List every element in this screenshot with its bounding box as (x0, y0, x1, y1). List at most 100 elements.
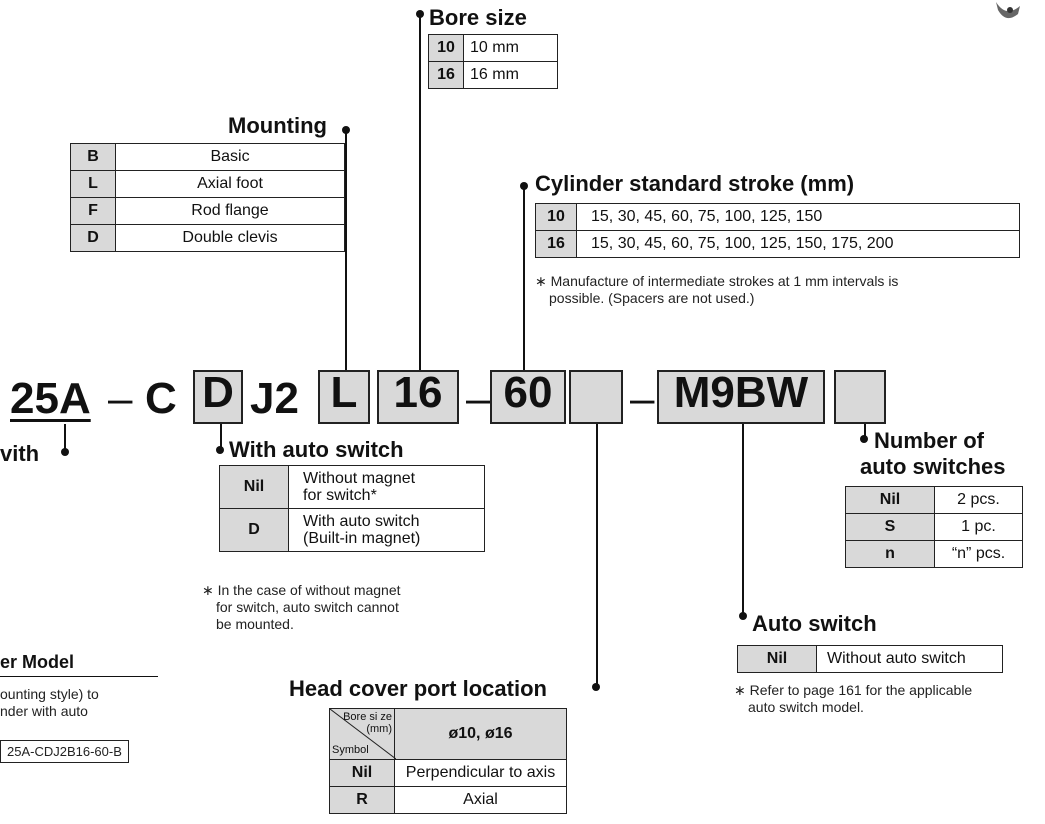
autoswitch-connector (742, 424, 744, 618)
mounting-value: Axial foot (116, 171, 345, 198)
table-row: Bore si ze (mm) Symbol ø10, ø16 (330, 709, 567, 760)
model-dash-1: – (108, 377, 132, 421)
stroke-note-1: ∗ Manufacture of intermediate strokes at… (535, 273, 898, 290)
model-mounting-box: L (318, 370, 370, 424)
automag-value-line: for switch* (303, 487, 377, 504)
bore-code: 10 (429, 35, 464, 62)
num-code: S (846, 514, 935, 541)
port-value: Axial (395, 787, 567, 814)
mounting-code: L (71, 171, 116, 198)
stroke-note-2: possible. (Spacers are not used.) (549, 290, 754, 307)
stroke-title: Cylinder standard stroke (mm) (535, 171, 854, 197)
automag-note-1: ∗ In the case of without magnet (202, 582, 401, 599)
port-header-diagonal: Bore si ze (mm) Symbol (330, 709, 395, 760)
num-value: 1 pc. (935, 514, 1023, 541)
mounting-value: Basic (116, 144, 345, 171)
port-header-symbol: Symbol (332, 744, 369, 756)
partial-model-title: er Model (0, 652, 74, 673)
automag-title: With auto switch (229, 437, 404, 463)
table-row: n“n” pcs. (846, 541, 1023, 568)
port-header-bore: Bore si ze (343, 711, 392, 723)
mounting-connector (345, 130, 347, 370)
automag-value-line: Without magnet (303, 470, 415, 487)
automag-value: Without magnetfor switch* (289, 466, 485, 509)
model-c: C (145, 377, 177, 421)
model-num-box (834, 370, 886, 424)
model-dash-3: – (630, 377, 654, 421)
partial-line-2: nder with auto (0, 703, 88, 720)
num-code: n (846, 541, 935, 568)
stroke-code: 10 (536, 204, 577, 231)
automag-value: With auto switch(Built-in magnet) (289, 509, 485, 552)
with-partial-label: vith (0, 441, 39, 467)
num-value: 2 pcs. (935, 487, 1023, 514)
with-dot (61, 448, 69, 456)
autoswitch-code: Nil (738, 646, 817, 673)
port-code: R (330, 787, 395, 814)
num-title-2: auto switches (860, 454, 1005, 480)
model-j2: J2 (250, 377, 299, 421)
bore-size-title: Bore size (429, 5, 527, 31)
automag-note-2: for switch, auto switch cannot (216, 599, 399, 616)
stroke-value: 15, 30, 45, 60, 75, 100, 125, 150 (577, 204, 1020, 231)
product-image-fragment (992, 0, 1022, 22)
stroke-code: 16 (536, 231, 577, 258)
stroke-dot (520, 182, 528, 190)
bore-value: 10 mm (464, 35, 558, 62)
model-stroke-box: 60 (490, 370, 566, 424)
stroke-connector (523, 186, 525, 370)
automag-value-line: With auto switch (303, 513, 419, 530)
autoswitch-note-2: auto switch model. (748, 699, 864, 716)
model-switch-box: M9BW (657, 370, 825, 424)
num-code: Nil (846, 487, 935, 514)
port-header-value: ø10, ø16 (395, 709, 567, 760)
model-dash-2: – (466, 377, 490, 421)
bore-connector (419, 12, 421, 370)
stroke-value: 15, 30, 45, 60, 75, 100, 125, 150, 175, … (577, 231, 1020, 258)
bore-code: 16 (429, 62, 464, 89)
bore-dot (416, 10, 424, 18)
bore-value: 16 mm (464, 62, 558, 89)
partial-line-1: ounting style) to (0, 686, 99, 703)
mounting-dot (342, 126, 350, 134)
num-dot (860, 435, 868, 443)
model-prefix: 25A (10, 377, 91, 421)
mounting-title: Mounting (228, 113, 327, 139)
port-header-unit: (mm) (366, 723, 392, 735)
automag-code: D (220, 509, 289, 552)
autoswitch-note-1: ∗ Refer to page 161 for the applicable (734, 682, 972, 699)
mounting-value: Double clevis (116, 225, 345, 252)
mounting-code: F (71, 198, 116, 225)
num-value: “n” pcs. (935, 541, 1023, 568)
automag-dot (216, 446, 224, 454)
model-port-box (569, 370, 623, 424)
mounting-code: D (71, 225, 116, 252)
mounting-code: B (71, 144, 116, 171)
model-bore-box: 16 (377, 370, 459, 424)
autoswitch-value: Without auto switch (817, 646, 1003, 673)
partial-example: 25A-CDJ2B16-60-B (0, 740, 129, 763)
automag-value-line: (Built-in magnet) (303, 530, 420, 547)
automag-code: Nil (220, 466, 289, 509)
port-dot (592, 683, 600, 691)
